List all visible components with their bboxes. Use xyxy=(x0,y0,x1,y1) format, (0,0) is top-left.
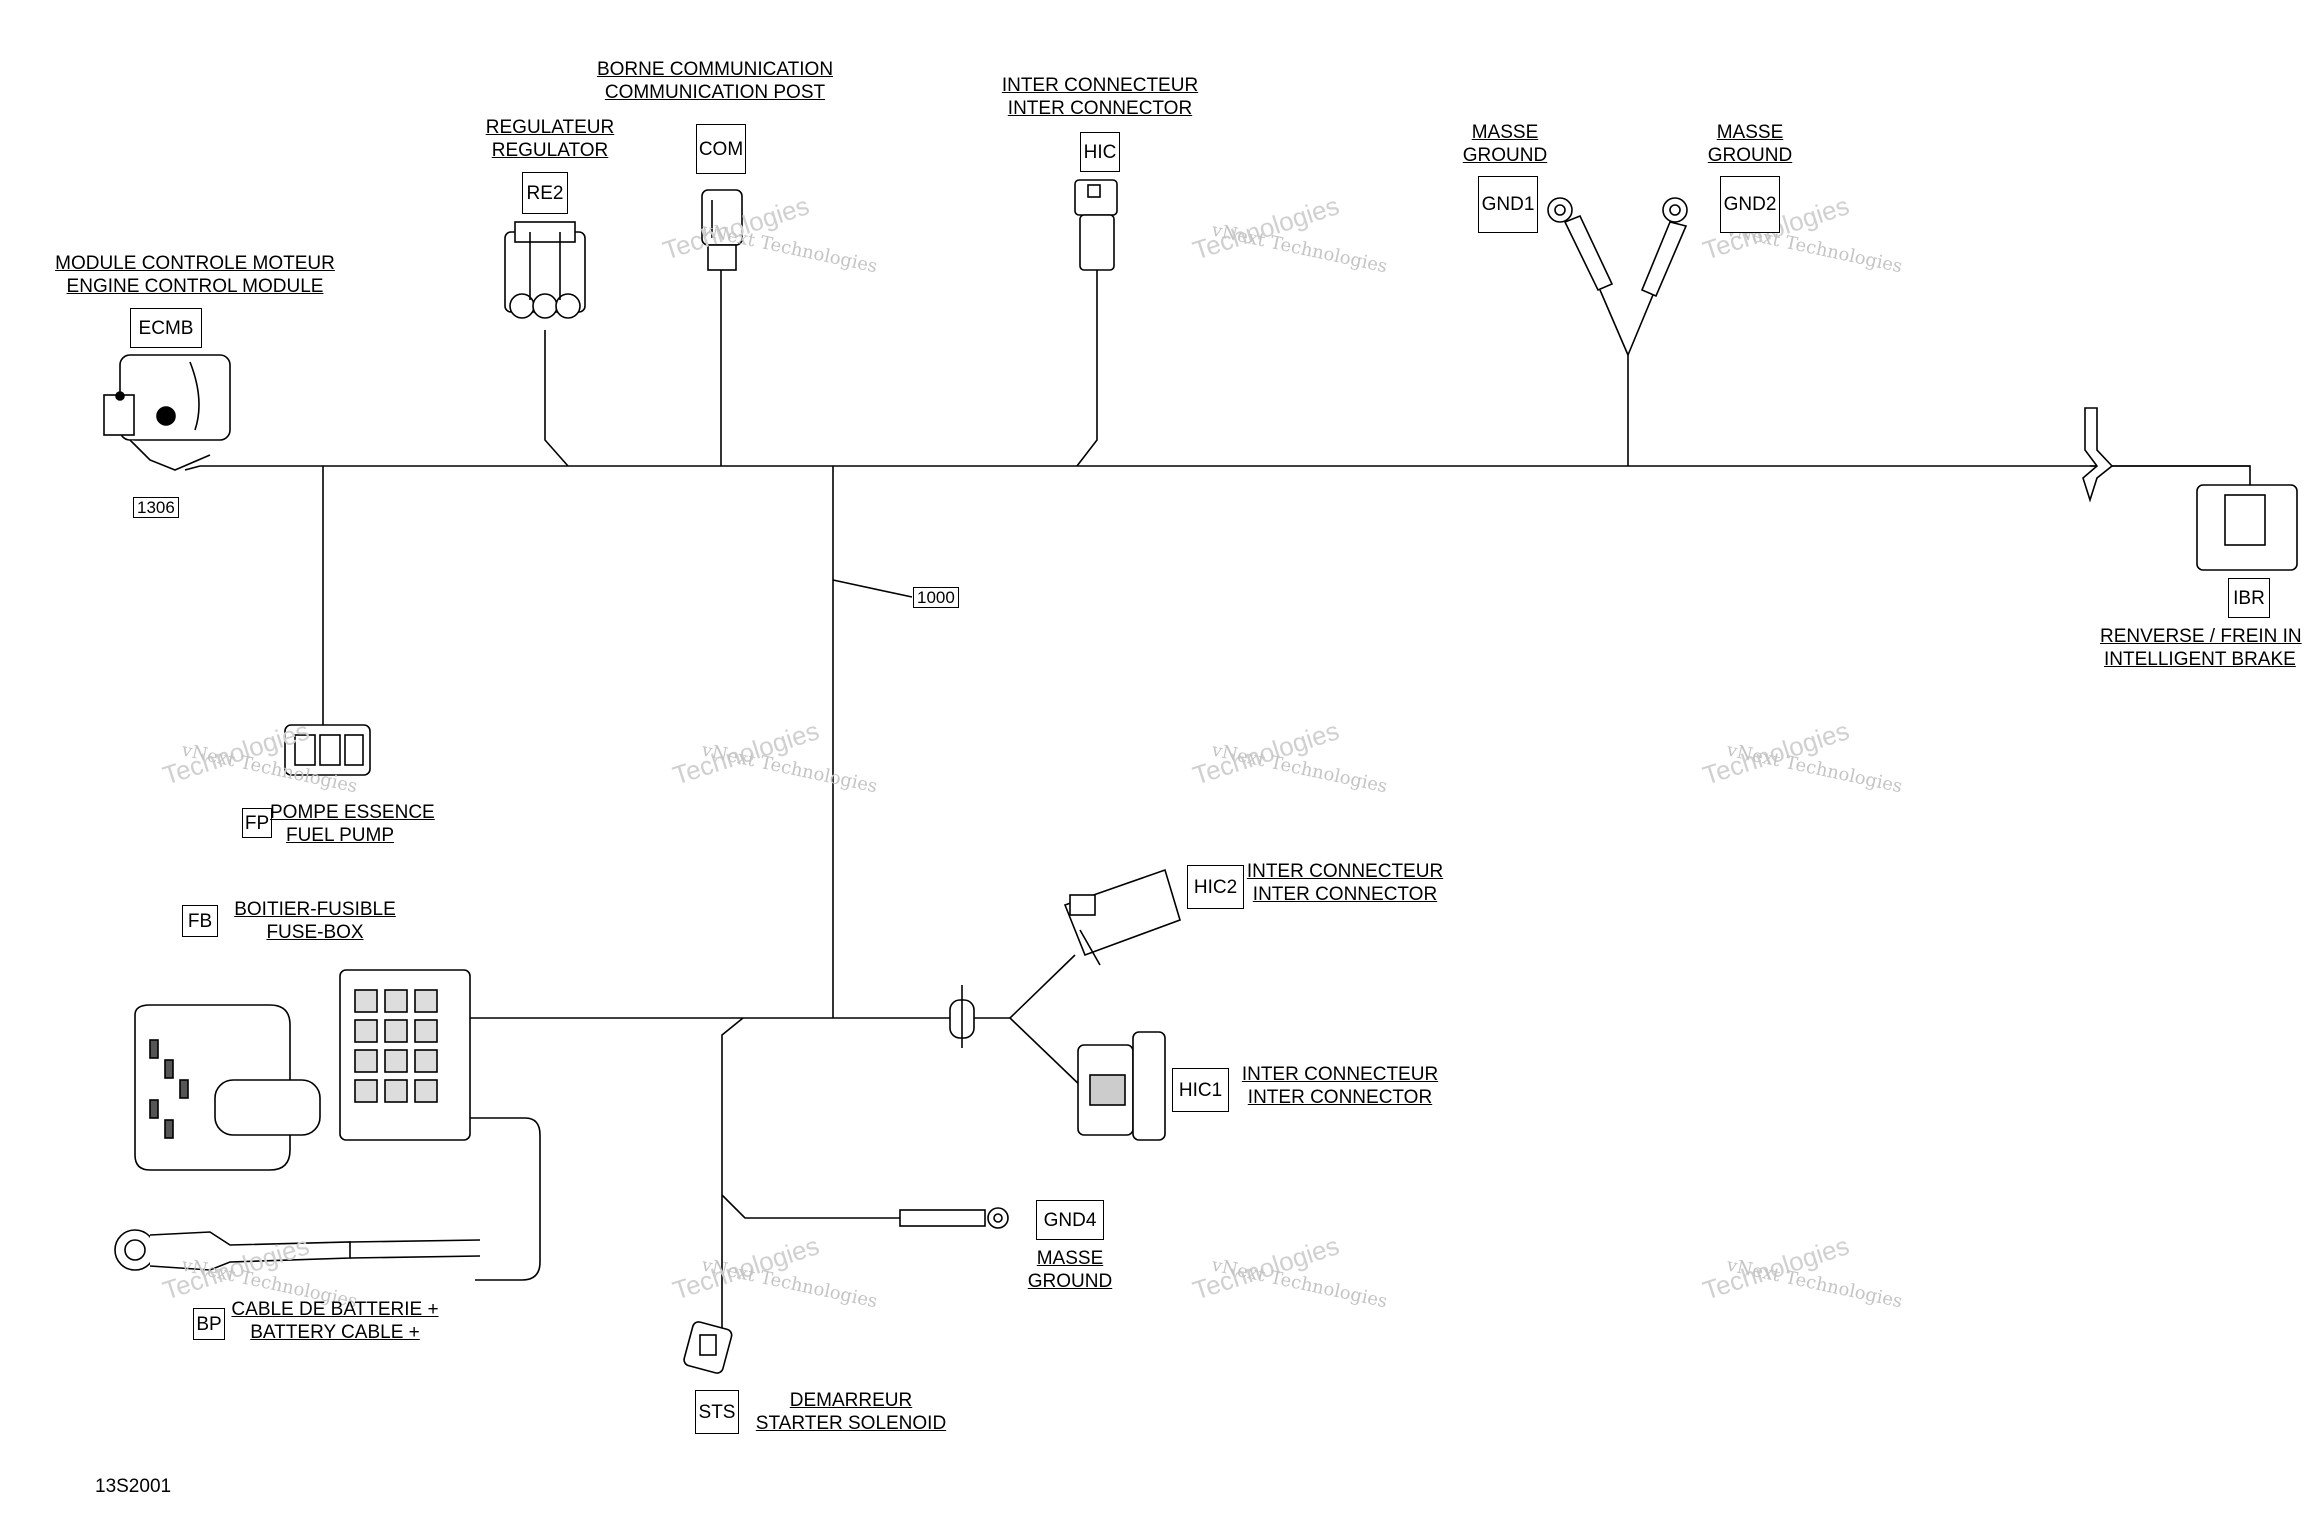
fp-code: FP xyxy=(242,808,272,838)
wire-number-1306: 1306 xyxy=(133,497,179,518)
hic1-code: HIC1 xyxy=(1172,1068,1229,1112)
gnd2-code: GND2 xyxy=(1720,176,1780,233)
sts-code: STS xyxy=(695,1390,739,1434)
wire-number-1000: 1000 xyxy=(913,587,959,608)
figure-number: 13S2001 xyxy=(95,1476,172,1497)
com-code: COM xyxy=(696,124,746,174)
bp-label: CABLE DE BATTERIE +BATTERY CABLE + xyxy=(231,1299,439,1343)
ibr-code: IBR xyxy=(2228,578,2270,618)
gnd4-code: GND4 xyxy=(1036,1200,1104,1240)
ecmb-code: ECMB xyxy=(130,308,202,348)
re2-code: RE2 xyxy=(522,172,568,214)
hic2-code: HIC2 xyxy=(1187,865,1244,909)
fb-code: FB xyxy=(182,905,218,937)
gnd1-code: GND1 xyxy=(1478,176,1538,233)
bp-code: BP xyxy=(193,1308,225,1340)
hic-code: HIC xyxy=(1080,132,1120,172)
